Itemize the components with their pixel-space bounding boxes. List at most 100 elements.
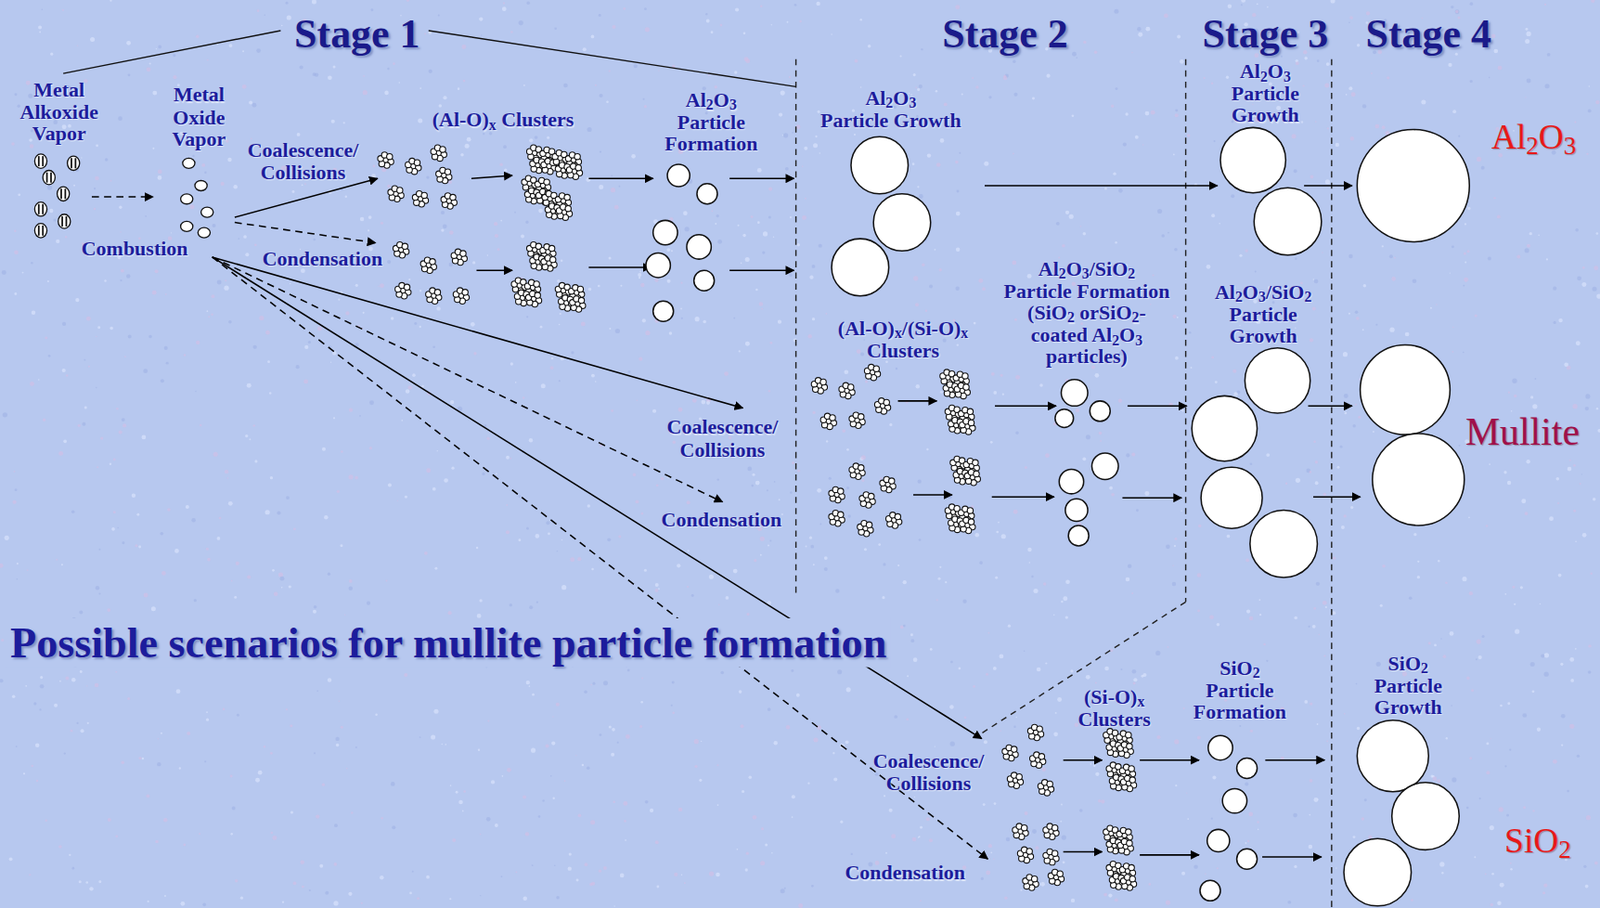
texture-dot (1582, 266, 1586, 270)
texture-dot (774, 740, 778, 745)
texture-dot (113, 510, 117, 514)
texture-dot (73, 184, 76, 187)
texture-dot (846, 486, 850, 490)
texture-dot (78, 879, 82, 883)
texture-dot (299, 64, 304, 69)
texture-dot (559, 312, 562, 315)
texture-dot (811, 884, 814, 888)
texture-dot (799, 20, 801, 23)
texture-dot (100, 436, 104, 439)
texture-dot (466, 137, 472, 142)
texture-dot (1316, 761, 1319, 764)
texture-dot (781, 513, 784, 516)
texture-dot (183, 353, 186, 356)
texture-dot (753, 558, 757, 562)
texture-dot (812, 563, 815, 566)
texture-dot (518, 20, 524, 26)
texture-dot (1325, 179, 1330, 184)
texture-dot (835, 588, 839, 593)
texture-dot (680, 308, 683, 310)
texture-dot (1036, 667, 1042, 672)
texture-dot (1350, 505, 1354, 509)
texture-dot (288, 584, 292, 588)
texture-dot (644, 104, 647, 108)
texture-dot (686, 549, 689, 552)
texture-dot (385, 580, 388, 582)
texture-dot (1574, 540, 1577, 542)
texture-dot (1127, 563, 1132, 568)
texture-dot (1244, 841, 1247, 844)
texture-dot (369, 400, 375, 405)
texture-dot (121, 541, 125, 544)
texture-dot (613, 904, 615, 906)
texture-dot (638, 357, 643, 362)
texture-dot (778, 498, 781, 501)
molecule-stripe (61, 216, 64, 227)
texture-dot (1576, 275, 1582, 281)
texture-dot (1312, 624, 1317, 629)
texture-dot (506, 767, 512, 773)
texture-dot (95, 143, 99, 147)
texture-dot (920, 48, 923, 51)
texture-dot (854, 59, 859, 64)
texture-dot (1213, 140, 1216, 142)
texture-dot (768, 187, 773, 192)
texture-dot (229, 43, 233, 48)
texture-dot (93, 187, 96, 190)
texture-dot (409, 891, 413, 895)
texture-dot (632, 473, 637, 478)
texture-dot (936, 598, 939, 601)
texture-dot (445, 743, 448, 746)
texture-dot (1596, 294, 1600, 299)
texture-dot (955, 246, 961, 252)
texture-dot (1065, 210, 1070, 215)
texture-dot (424, 551, 428, 555)
texture-dot (206, 547, 209, 551)
texture-dot (1375, 323, 1378, 326)
texture-dot (918, 84, 923, 89)
texture-dot (1104, 666, 1110, 671)
texture-dot (52, 218, 56, 221)
texture-dot (879, 477, 882, 479)
texture-dot (1332, 555, 1336, 559)
texture-dot (1524, 27, 1528, 31)
texture-dot (195, 340, 200, 345)
texture-dot (1574, 647, 1577, 650)
texture-dot (1350, 136, 1355, 141)
texture-dot (1216, 866, 1219, 869)
texture-dot (179, 766, 181, 769)
texture-dot (1174, 356, 1179, 361)
texture-dot (936, 162, 942, 168)
texture-dot (267, 360, 271, 363)
texture-dot (938, 577, 942, 581)
texture-dot (1327, 127, 1330, 130)
texture-dot (671, 680, 675, 684)
texture-dot (955, 286, 960, 291)
texture-dot (954, 160, 959, 165)
texture-dot (290, 810, 294, 813)
texture-dot (643, 98, 646, 101)
texture-dot (50, 52, 53, 56)
texture-dot (1125, 452, 1130, 457)
texture-dot (206, 59, 209, 62)
texture-dot (408, 385, 413, 389)
texture-dot (109, 326, 114, 331)
oxide-molecule (180, 220, 194, 232)
texture-dot (495, 472, 498, 475)
texture-dot (225, 139, 229, 142)
texture-dot (529, 438, 533, 442)
texture-dot (281, 25, 284, 27)
texture-dot (771, 24, 773, 26)
texture-dot (324, 890, 329, 895)
texture-dot (1043, 581, 1046, 585)
texture-dot (545, 744, 550, 749)
texture-dot (1040, 881, 1046, 887)
texture-dot (97, 325, 101, 329)
texture-dot (1095, 681, 1097, 684)
texture-dot (720, 670, 724, 675)
texture-dot (864, 547, 867, 551)
texture-dot (206, 718, 209, 722)
texture-dot (760, 536, 765, 542)
texture-dot (1508, 391, 1510, 394)
texture-dot (134, 543, 138, 547)
